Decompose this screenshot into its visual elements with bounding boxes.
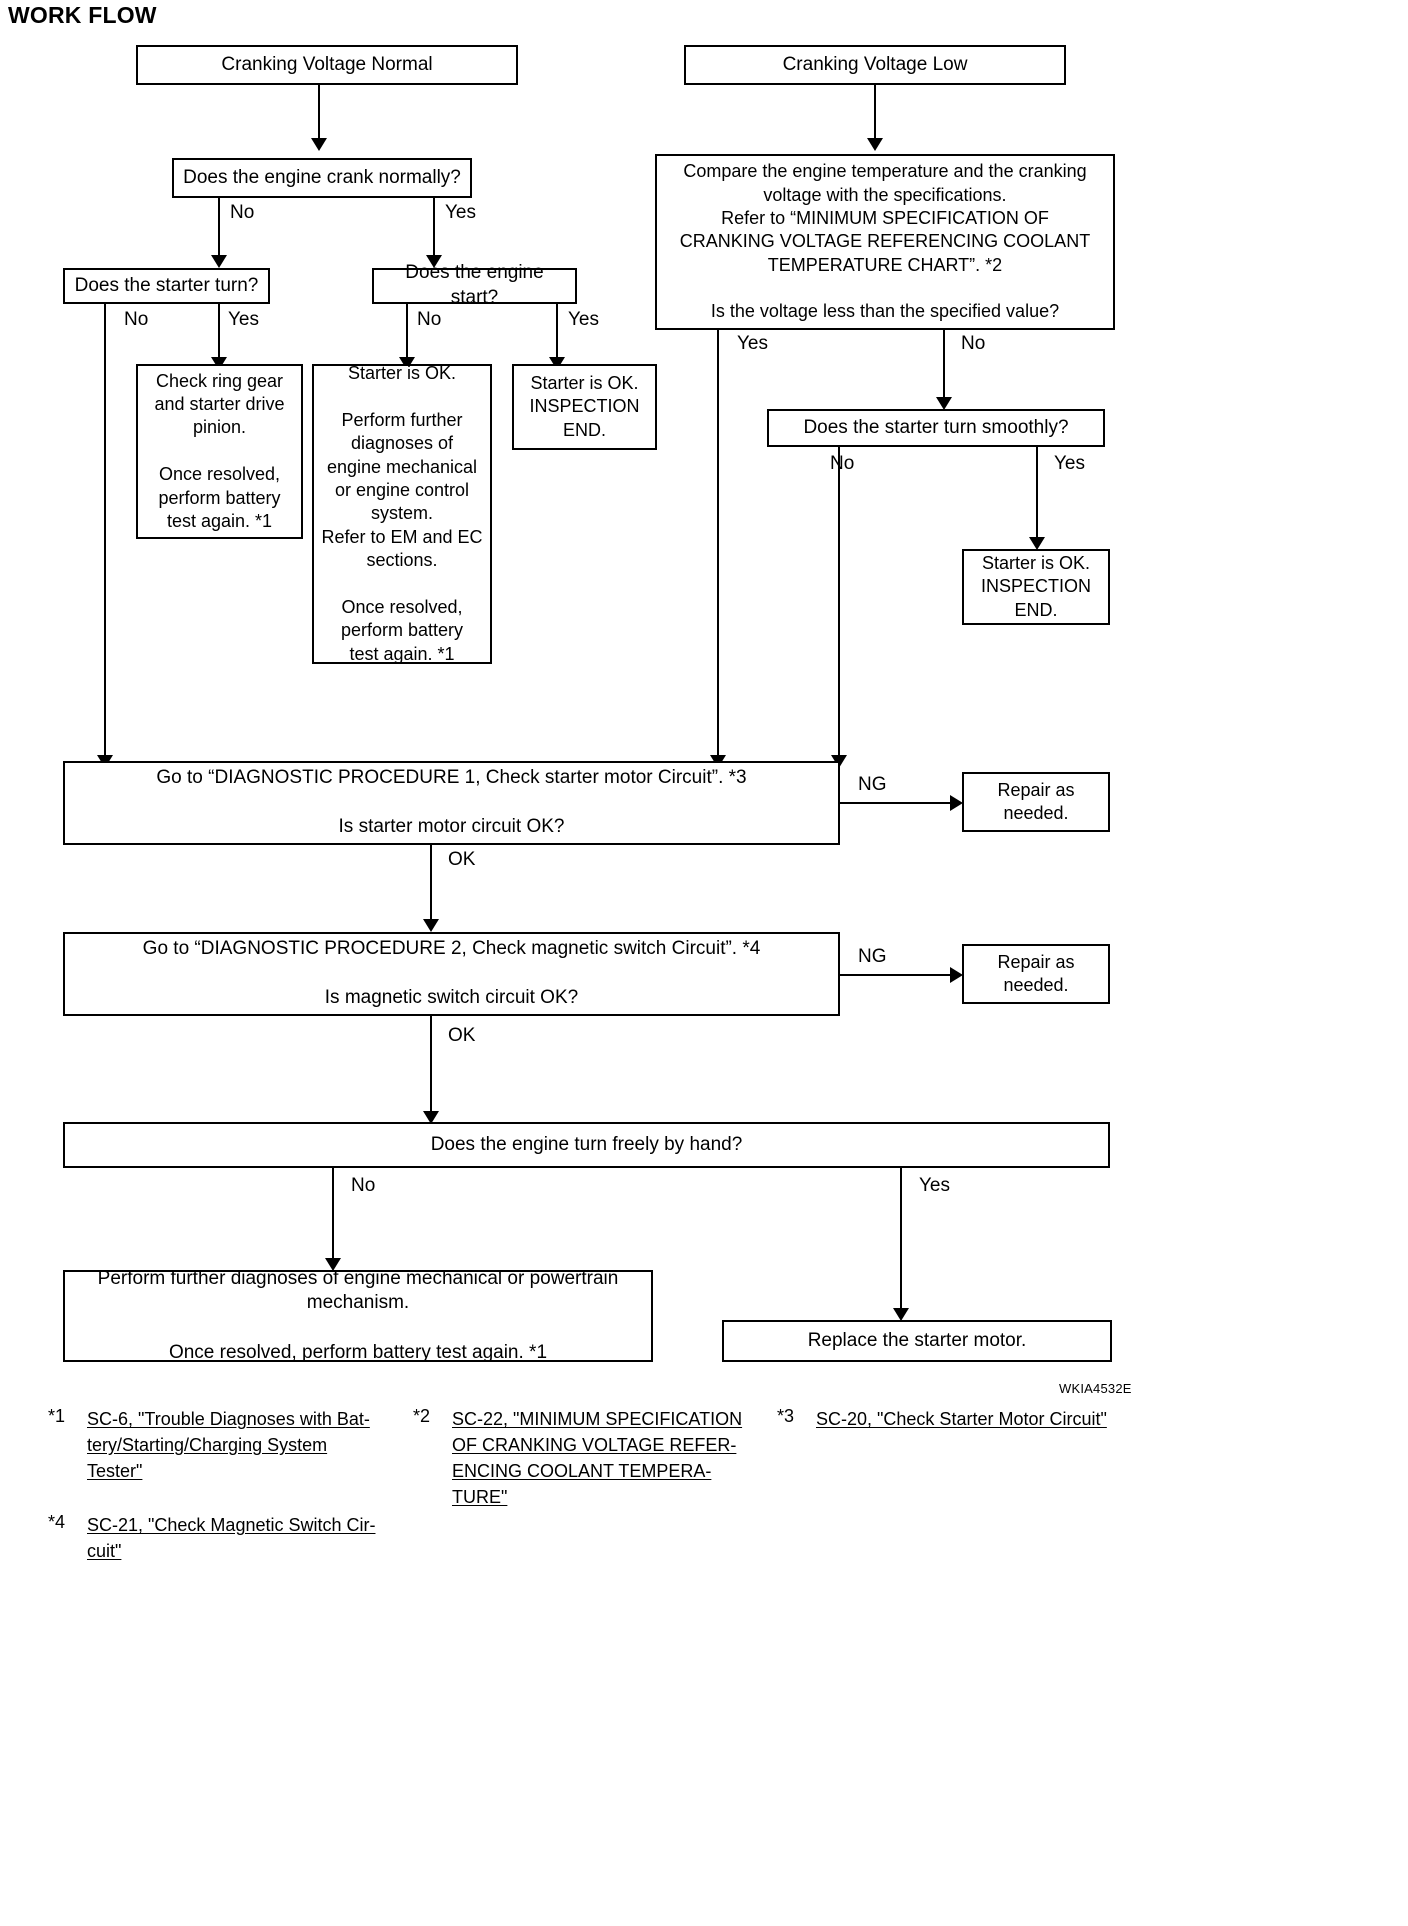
edge-smooth-yes <box>1036 447 1038 542</box>
footnote-number-1: *1 <box>48 1406 66 1426</box>
edge-label-voltage-yes: Yes <box>737 333 768 354</box>
arrowhead-down <box>423 1111 439 1124</box>
edge-label-turn-freely-no: No <box>351 1175 376 1196</box>
node-diagnostic-procedure-2: Go to “DIAGNOSTIC PROCEDURE 2, Check mag… <box>63 932 840 1016</box>
page-title: WORK FLOW <box>8 2 157 28</box>
node-perform-further-powertrain: Perform further diagnoses of engine mech… <box>63 1268 653 1363</box>
edge-label-proc2-ok: OK <box>448 1025 476 1046</box>
node-engine-crank-normally: Does the engine crank normally? <box>172 158 472 198</box>
edge-label-voltage-no: No <box>961 333 986 354</box>
footnote-number-4: *4 <box>48 1512 66 1532</box>
edge-label-crank-no: No <box>230 202 255 223</box>
node-cranking-voltage-low: Cranking Voltage Low <box>684 45 1066 85</box>
edge-proc1-ng <box>840 802 953 804</box>
edge-label-smooth-no: No <box>830 453 855 474</box>
arrowhead-down <box>325 1258 341 1271</box>
arrowhead-right <box>950 967 963 983</box>
edge-label-proc1-ok: OK <box>448 849 476 870</box>
edge-turn-freely-yes <box>900 1168 902 1313</box>
footnote-link-3[interactable]: SC-20, "Check Starter Motor Circuit" <box>816 1409 1107 1429</box>
edge-label-engine-start-yes: Yes <box>568 309 599 330</box>
node-starter-ok-inspection-end-right: Starter is OK. INSPECTION END. <box>962 549 1110 625</box>
edge-crank-no <box>218 198 220 260</box>
edge-starter-turn-yes <box>218 304 220 362</box>
node-repair-as-needed-2: Repair as needed. <box>962 944 1110 1004</box>
edge-proc2-ng <box>840 974 953 976</box>
edge-smooth-no <box>838 447 840 761</box>
arrowhead-down <box>867 138 883 151</box>
edge-label-engine-start-no: No <box>417 309 442 330</box>
arrowhead-down <box>423 919 439 932</box>
node-check-ring-gear: Check ring gear and starter drive pinion… <box>136 364 303 539</box>
arrowhead-down <box>893 1308 909 1321</box>
edge-crank-yes <box>433 198 435 260</box>
edge-voltage-yes <box>717 330 719 761</box>
node-starter-ok-further-diagnoses: Starter is OK. Perform further diagnoses… <box>312 363 492 664</box>
node-replace-starter-motor: Replace the starter motor. <box>722 1320 1112 1362</box>
node-cranking-voltage-normal: Cranking Voltage Normal <box>136 45 518 85</box>
node-starter-ok-inspection-end-left: Starter is OK. INSPECTION END. <box>512 364 657 450</box>
arrowhead-right <box>950 795 963 811</box>
edge-label-turn-freely-yes: Yes <box>919 1175 950 1196</box>
node-engine-turn-freely: Does the engine turn freely by hand? <box>63 1122 1110 1168</box>
node-does-engine-start: Does the engine start? <box>372 262 577 308</box>
edge-label-smooth-yes: Yes <box>1054 453 1085 474</box>
arrowhead-down <box>1029 537 1045 550</box>
node-repair-as-needed-1: Repair as needed. <box>962 772 1110 832</box>
edge-label-starter-turn-no: No <box>124 309 149 330</box>
figure-code: WKIA4532E <box>1059 1381 1132 1396</box>
edge-label-proc1-ng: NG <box>858 774 887 795</box>
edge-engine-start-no <box>406 304 408 362</box>
edge-engine-start-yes <box>556 304 558 362</box>
arrowhead-down <box>426 255 442 268</box>
edge-proc2-ok <box>430 1016 432 1116</box>
node-does-starter-turn: Does the starter turn? <box>63 268 270 304</box>
node-compare-engine-temperature: Compare the engine temperature and the c… <box>655 154 1115 330</box>
edge-low-to-compare <box>874 85 876 143</box>
edge-label-crank-yes: Yes <box>445 202 476 223</box>
arrowhead-down <box>211 255 227 268</box>
footnote-number-3: *3 <box>777 1406 795 1426</box>
node-starter-turn-smoothly: Does the starter turn smoothly? <box>767 409 1105 447</box>
edge-proc1-ok <box>430 845 432 924</box>
node-diagnostic-procedure-1: Go to “DIAGNOSTIC PROCEDURE 1, Check sta… <box>63 761 840 845</box>
edge-label-proc2-ng: NG <box>858 946 887 967</box>
edge-label-starter-turn-yes: Yes <box>228 309 259 330</box>
footnote-link-2[interactable]: SC-22, "MINIMUM SPECIFICATION OF CRANKIN… <box>452 1409 743 1508</box>
edge-normal-to-crank <box>318 85 320 143</box>
footnote-link-4[interactable]: SC-21, "Check Magnetic Switch Cir- cuit" <box>87 1515 376 1562</box>
footnote-link-1[interactable]: SC-6, "Trouble Diagnoses with Bat- tery/… <box>87 1409 370 1482</box>
edge-starter-turn-no <box>104 304 106 761</box>
edge-turn-freely-no <box>332 1168 334 1263</box>
arrowhead-down <box>311 138 327 151</box>
arrowhead-down <box>936 397 952 410</box>
edge-voltage-no <box>943 330 945 402</box>
footnote-number-2: *2 <box>413 1406 431 1426</box>
